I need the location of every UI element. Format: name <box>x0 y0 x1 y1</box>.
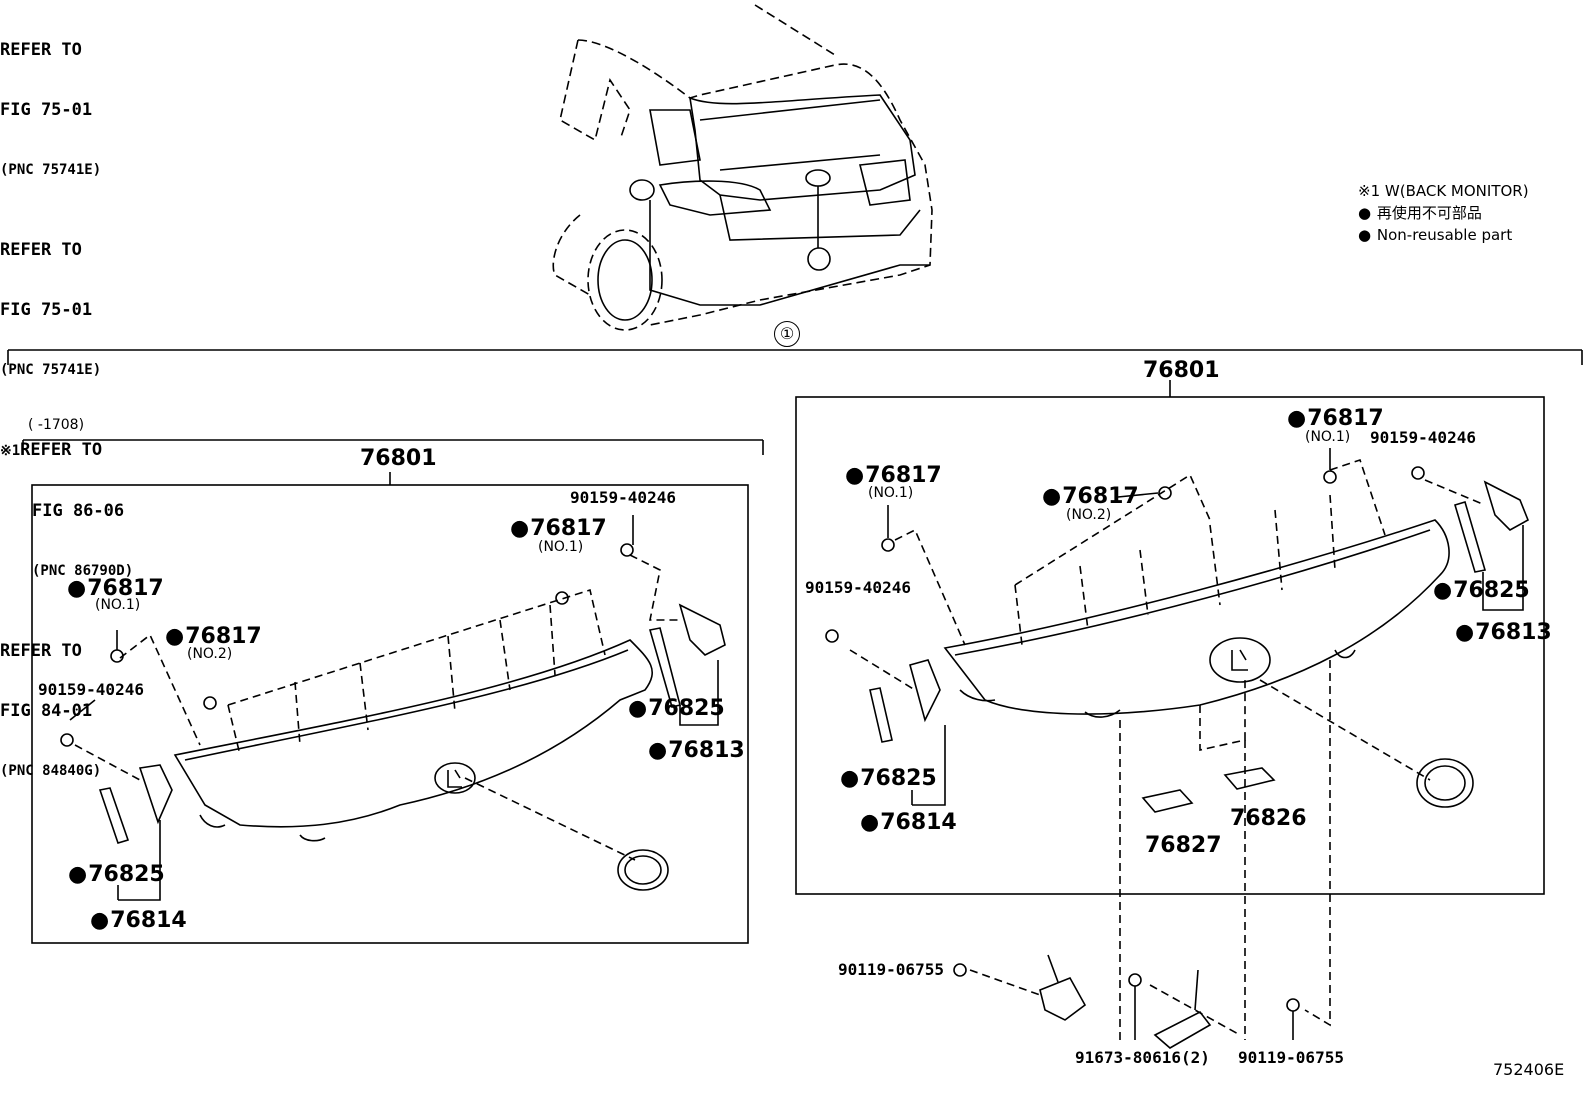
assembly-bracket <box>7 349 1583 397</box>
left-76817-no1-top[interactable]: 76817 <box>510 518 607 540</box>
callout-1: ① <box>774 321 800 347</box>
right-90159-right[interactable]: 90159-40246 <box>1370 428 1476 447</box>
car-rear-view <box>552 4 933 331</box>
left-76817-no2[interactable]: 76817 <box>165 626 262 648</box>
bottom-parts <box>953 954 1300 1049</box>
left-assembly-frame <box>22 439 764 944</box>
left-76825-left[interactable]: 76825 <box>68 864 165 886</box>
left-spoiler <box>173 639 654 842</box>
right-dashed-outline <box>849 458 1486 1040</box>
left-76813[interactable]: 76813 <box>648 740 745 762</box>
left-76801[interactable]: 76801 <box>360 446 437 471</box>
left-76825-right[interactable]: 76825 <box>628 698 725 720</box>
right-76827[interactable]: 76827 <box>1145 833 1222 858</box>
left-clips <box>60 515 726 901</box>
left-76817-no1-top-sub: (NO.1) <box>538 539 584 555</box>
ref-license-lamp[interactable]: REFER TO FIG 84-01 (PNC 84840G) <box>0 641 102 779</box>
right-76817-no2[interactable]: 76817 <box>1042 486 1139 508</box>
figure-id: 752406E <box>1493 1060 1565 1079</box>
right-clips <box>825 448 1530 813</box>
right-spoiler <box>943 519 1450 718</box>
legend-en: Non-reusable part <box>1358 224 1529 246</box>
left-76817-no1[interactable]: 76817 <box>67 578 164 600</box>
right-76825-left[interactable]: 76825 <box>840 768 937 790</box>
left-90159-bottom[interactable]: 90159-40246 <box>38 680 144 699</box>
left-ref-emblem[interactable]: REFER TO FIG 75-01 (PNC 75741E) <box>0 40 102 178</box>
non-reusable-dot-icon <box>1358 226 1372 244</box>
right-76814[interactable]: 76814 <box>860 812 957 834</box>
right-assembly-frame <box>795 396 1545 895</box>
right-76817-no1-sub: (NO.1) <box>868 485 914 501</box>
right-76817-no2-sub: (NO.2) <box>1066 507 1112 523</box>
left-range: ( -1708) <box>28 417 85 433</box>
legend-jp: 再使用不可部品 <box>1358 202 1529 224</box>
bottom-90119-right[interactable]: 90119-06755 <box>1238 1048 1344 1067</box>
bottom-90119-left[interactable]: 90119-06755 <box>838 960 944 979</box>
right-90159-left[interactable]: 90159-40246 <box>805 578 911 597</box>
legend: ※1 W(BACK MONITOR) 再使用不可部品 Non-reusable … <box>1358 180 1529 246</box>
bottom-91673[interactable]: 91673-80616(2) <box>1075 1048 1210 1067</box>
right-76825-right[interactable]: 76825 <box>1433 580 1530 602</box>
left-76814[interactable]: 76814 <box>90 910 187 932</box>
left-90159-top[interactable]: 90159-40246 <box>570 488 676 507</box>
non-reusable-dot-icon <box>1358 204 1372 222</box>
right-76817-no1-top-sub: (NO.1) <box>1305 429 1351 445</box>
legend-note: ※1 W(BACK MONITOR) <box>1358 182 1529 200</box>
assembly-label-right[interactable]: 76801 <box>1143 358 1220 383</box>
left-76817-no2-sub: (NO.2) <box>187 646 233 662</box>
right-ref-emblem[interactable]: REFER TO FIG 75-01 (PNC 75741E) <box>0 240 102 378</box>
right-76817-no1-top[interactable]: 76817 <box>1287 408 1384 430</box>
right-76826[interactable]: 76826 <box>1230 806 1307 831</box>
left-dashed-outline <box>74 554 680 861</box>
right-76813[interactable]: 76813 <box>1455 622 1552 644</box>
right-76817-no1[interactable]: 76817 <box>845 465 942 487</box>
ref-back-monitor[interactable]: ※1REFER TO FIG 86-06 (PNC 86790D) <box>0 440 134 579</box>
left-76817-no1-sub: (NO.1) <box>95 597 141 613</box>
